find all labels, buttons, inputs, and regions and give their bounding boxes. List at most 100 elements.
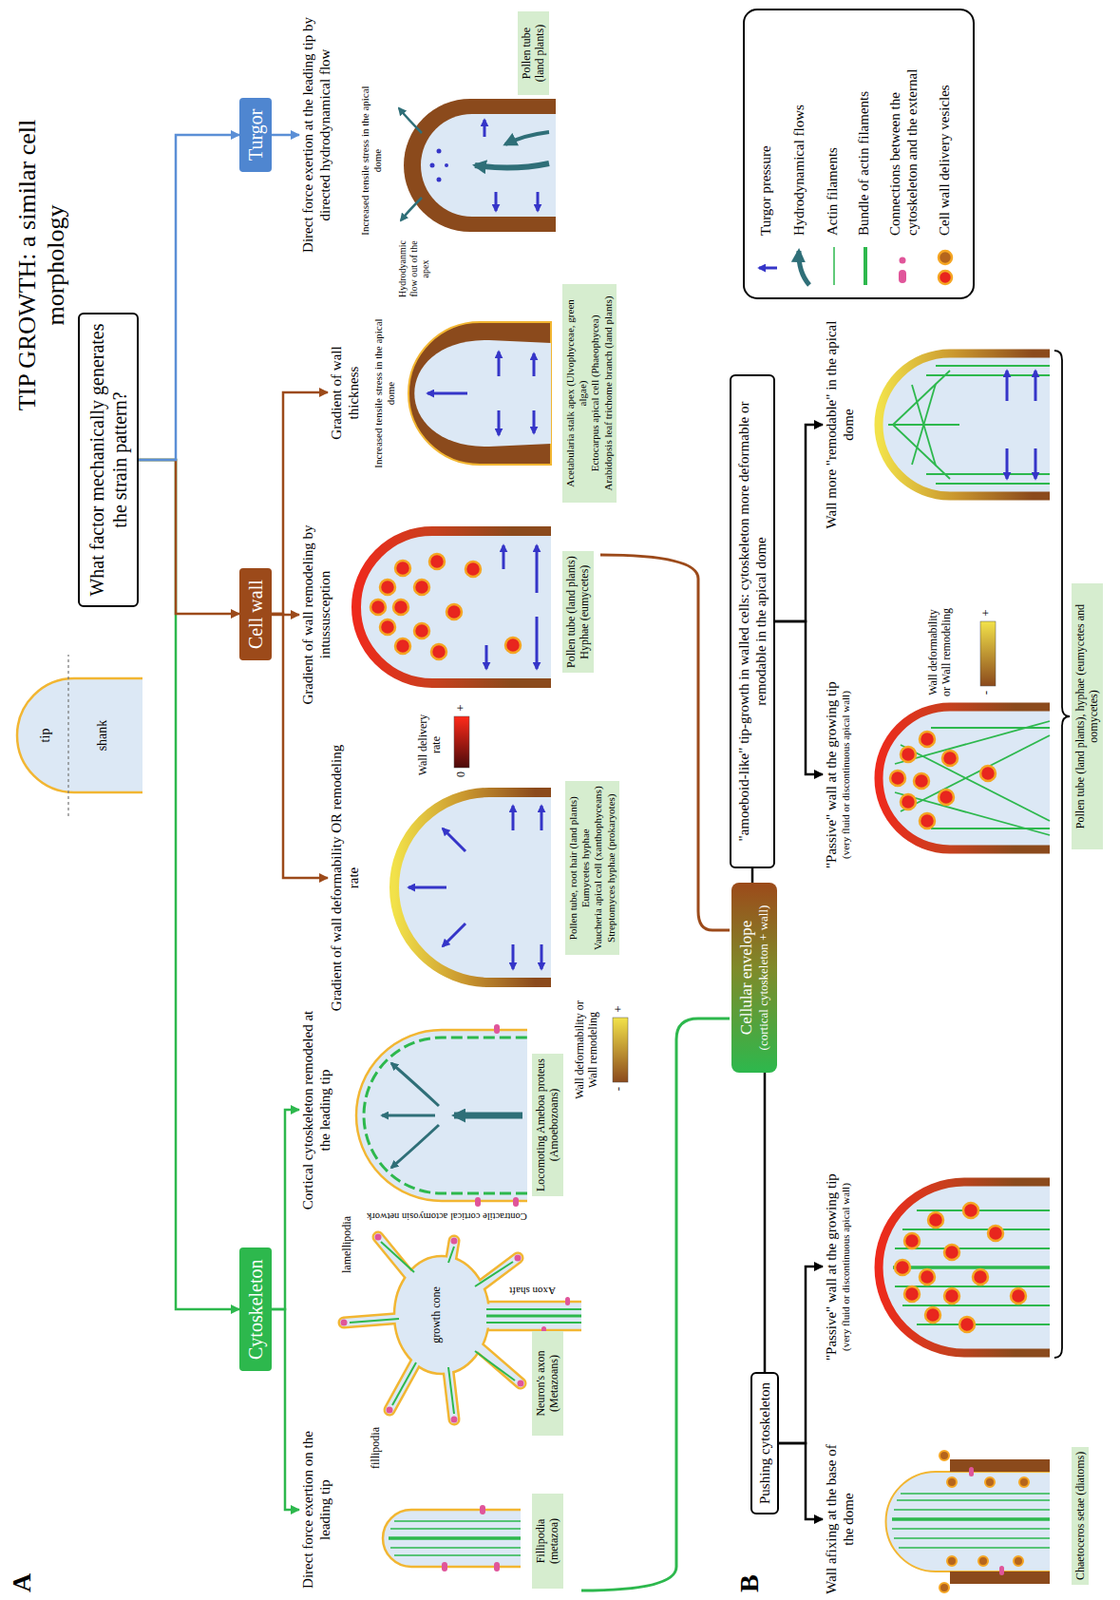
filopodia-cell <box>382 1504 521 1572</box>
passive-wall-cell <box>878 1181 1050 1353</box>
species-label: Chaetoceros setae (diatoms) <box>1071 1446 1089 1585</box>
connector <box>138 459 240 1310</box>
node-text: Ectocarpus apical cell (Phaeophycea) <box>588 288 602 498</box>
mechanism-text: "Passive" wall at the growing tip(very f… <box>822 681 853 869</box>
node-text: Acetabularia stalk apex (Ulvophyceae, gr… <box>564 288 589 498</box>
node-text: Locomoting Ameboa proteus (Amoebozoans) <box>533 1058 562 1192</box>
node-text: Pollen tube (land plants), hyphae (eumyc… <box>1073 588 1102 845</box>
panel-letter: A <box>5 1559 38 1593</box>
mechanism-text: Direct force exertion on the leading tip <box>299 1428 334 1591</box>
remodable-wall-cell <box>878 353 1050 496</box>
delivery-scale <box>454 716 470 768</box>
legend-panel <box>743 9 974 299</box>
connector <box>778 1266 823 1443</box>
node-text: Direct force exertion at the leading tip… <box>299 10 334 260</box>
node-text: Cortical cytoskeleton remodeled at the l… <box>299 1007 334 1213</box>
node-text: Wall more "remodable" in the apical dome <box>822 315 857 534</box>
category-box: Cytoskeleton <box>239 1247 272 1371</box>
legend-text: Connections between the cytoskeleton and… <box>886 18 921 236</box>
category-box: Cell wall <box>239 568 272 661</box>
scale-label: Wall deformability or Wall remodeling <box>926 607 954 698</box>
mechanism-text: Gradient of wall thickness <box>327 328 362 457</box>
legend-text: Cell wall delivery vesicles <box>935 18 953 236</box>
mechanism-text: Gradient of wall deformability OR remode… <box>327 740 362 1016</box>
node-text: Cellular envelope <box>737 888 757 1067</box>
species-label: Pollen tube, root hair (land plants)Eumy… <box>565 780 620 955</box>
connector <box>778 1442 823 1519</box>
connector <box>271 1109 300 1310</box>
node-text: Chaetoceros setae (diatoms) <box>1073 1451 1087 1580</box>
part-label: Axon shaft <box>499 1283 567 1296</box>
node-text: Hyphae (eumycetes) <box>577 555 591 668</box>
annotation: Hydrodyanmic flow out of the apex <box>397 231 432 306</box>
node-text: Gradient of wall remodeling by intussusc… <box>299 500 334 729</box>
node-text: Pollen tube (land plants) <box>519 16 548 91</box>
node-text: Pushing cytoskeleton <box>756 1382 774 1504</box>
connector <box>775 621 823 775</box>
node-text: Pollen tube, root hair (land plants) <box>567 785 580 950</box>
connector <box>271 1309 300 1510</box>
mechanism-text: Wall more "remodable" in the apical dome <box>822 315 857 534</box>
species-label: Neuron's axon (Metazoans) <box>531 1330 564 1436</box>
branch-box: "amoeboid-like" tip-growth in walled cel… <box>729 374 776 869</box>
branch-box: Pushing cytoskeleton <box>750 1371 779 1515</box>
node-text: Pollen tube (land plants) <box>564 555 578 668</box>
part-label: growth cone <box>429 1281 443 1348</box>
mechanism-text: Gradient of wall remodeling by intussusc… <box>299 500 334 729</box>
annotation: Increased tensile stress in the apical d… <box>359 84 384 237</box>
mechanism-text: Direct force exertion at the leading tip… <box>299 10 334 260</box>
species-label: Pollen tube (land plants)Hyphae (eumycet… <box>562 550 594 673</box>
node-text: (cortical cytoskeleton + wall) <box>756 888 772 1067</box>
node-text: Gradient of wall thickness <box>327 328 362 457</box>
node-text: "Passive" wall at the growing tip <box>822 681 840 869</box>
node-text: Turgor <box>244 109 267 161</box>
node-text: Eumycetes hyphae <box>579 785 592 950</box>
mechanism-text: Cortical cytoskeleton remodeled at the l… <box>299 1007 334 1213</box>
connector <box>751 868 755 883</box>
turgor-cell <box>398 98 556 232</box>
chaetoceros-cell <box>886 1450 1050 1593</box>
scale-sign: 0 <box>454 769 468 779</box>
mechanism-text: "Passive" wall at the growing tip(very f… <box>822 1173 853 1361</box>
node-text: Vaucheria apical cell (xanthophyceans) <box>591 785 605 950</box>
amoeba-cell <box>356 1024 528 1207</box>
part-label: lamellipodia <box>340 1208 354 1281</box>
node-text: Neuron's axon (Metazoans) <box>533 1335 562 1431</box>
node-text: (very fluid or discontinuous apical wall… <box>839 681 853 869</box>
category-box: Turgor <box>239 97 272 172</box>
annotation: Increased tensile stress in the apical d… <box>372 317 398 470</box>
part-label: Contractile cortical actomyosin network <box>349 1209 545 1222</box>
species-label: Locomoting Ameboa proteus (Amoebozoans) <box>531 1053 564 1196</box>
part-label: fillipodia <box>368 1415 382 1481</box>
scale-sign: + <box>453 702 469 714</box>
node-text: Cytoskeleton <box>244 1258 267 1360</box>
tip-shank-icon <box>17 654 143 817</box>
species-label: Fillipodia (metazoa) <box>531 1493 564 1589</box>
scale-sign: - <box>978 687 994 698</box>
node-text: What factor mechanically generates the s… <box>85 322 132 598</box>
legend-text: Turgor pressure <box>757 18 775 236</box>
region-label: tip <box>37 714 55 757</box>
deformability-cell <box>394 792 551 983</box>
scale-label: Wall delivery rate <box>416 704 444 785</box>
species-label: Pollen tube (land plants), hyphae (eumyc… <box>1071 583 1103 850</box>
connector <box>138 459 240 614</box>
thickness-cell <box>408 322 551 465</box>
deformability-scale <box>612 1017 628 1083</box>
figure-title: TIP GROWTH: a similar cell morphology <box>13 108 71 422</box>
species-label: Acetabularia stalk apex (Ulvophyceae, gr… <box>562 284 617 503</box>
deformability-scale <box>980 621 996 686</box>
node-text: Direct force exertion on the leading tip <box>299 1428 334 1591</box>
passive-wall-cell <box>878 706 1050 850</box>
node-text: Wall afixing at the base of the dome <box>822 1442 857 1595</box>
region-label: shank <box>94 704 112 766</box>
node-text: "amoeboid-like" tip-growth in walled cel… <box>735 385 770 857</box>
legend-text: Actin filaments <box>823 18 841 236</box>
panel-letter: B <box>733 1559 766 1593</box>
node-text: Cell wall <box>244 579 267 649</box>
question-box: What factor mechanically generates the s… <box>77 312 139 608</box>
connector <box>775 424 823 622</box>
legend-text: Hydrodynamical flows <box>790 18 808 236</box>
connector <box>271 133 300 137</box>
